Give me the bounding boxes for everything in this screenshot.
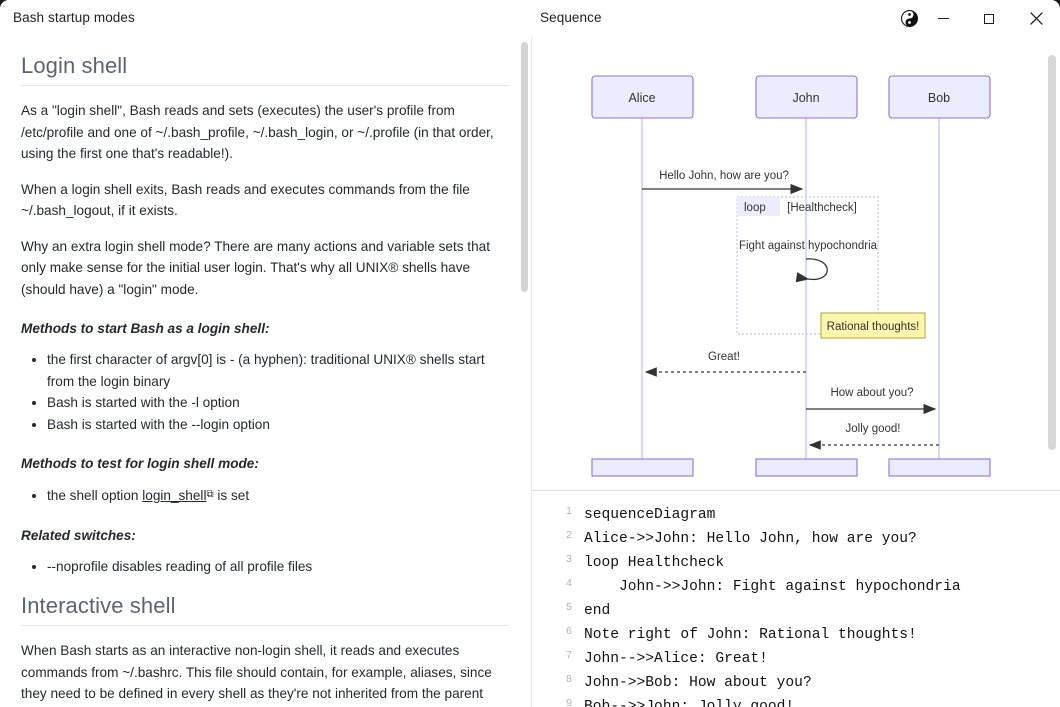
preview-title: Sequence	[540, 10, 602, 25]
paragraph: Why an extra login shell mode? There are…	[21, 238, 490, 297]
code-editor-lines[interactable]: 1 sequenceDiagram 2 Alice->>John: Hello Jo…	[546, 503, 961, 707]
actor-box-john-bottom	[755, 458, 858, 477]
document-title: Bash startup modes	[13, 10, 135, 25]
code-text: Alice->>John: Hello John, how are you?	[584, 531, 917, 547]
actor-label-john: John	[792, 91, 819, 105]
message-label: Fight against hypochondria	[739, 240, 878, 252]
document-scrollbar-thumb[interactable]	[521, 42, 528, 292]
message-john-alice: Great!	[644, 351, 806, 377]
section-heading-login-shell: Login shell	[21, 53, 509, 86]
yin-yang-icon	[900, 10, 918, 27]
minimize-button[interactable]	[920, 0, 966, 37]
message-alice-john: Hello John, how are you?	[642, 170, 804, 195]
loop-keyword: loop	[744, 202, 766, 214]
actor-box-alice-top: Alice	[591, 75, 694, 119]
line-number: 9	[566, 697, 572, 707]
code-line[interactable]: 4 John->>John: Fight against hypochondri…	[546, 575, 961, 599]
list-item: the first character of argv[0] is - (a h…	[47, 349, 509, 392]
list-item: Bash is started with the -l option	[47, 392, 509, 414]
message-bob-john: Jolly good!	[808, 423, 939, 450]
code-text: John->>Bob: How about you?	[584, 675, 812, 691]
code-text: sequenceDiagram	[584, 507, 716, 523]
code-line[interactable]: 6 Note right of John: Rational thoughts!	[546, 623, 961, 647]
close-icon	[1029, 12, 1043, 25]
loop-block: loop [Healthcheck]	[736, 196, 879, 335]
message-label: Hello John, how are you?	[659, 170, 789, 182]
message-john-self: Fight against hypochondria	[739, 240, 878, 283]
line-number: 1	[566, 505, 572, 517]
list-methods-start: the first character of argv[0] is - (a h…	[21, 349, 509, 435]
message-label: Great!	[708, 351, 740, 363]
code-line[interactable]: 5 end	[546, 599, 961, 623]
code-line[interactable]: 3 loop Healthcheck	[546, 551, 961, 575]
code-editor-panel[interactable]: 1 sequenceDiagram 2 Alice->>John: Hello Jo…	[532, 491, 1060, 707]
sequence-diagram: Alice John Bob Hello John, how are you? …	[591, 75, 991, 477]
external-link-icon: ⧉	[206, 489, 214, 500]
horizontal-divider[interactable]	[532, 490, 1060, 491]
line-number: 8	[566, 673, 572, 685]
loop-condition: [Healthcheck]	[787, 202, 857, 214]
actor-box-bob-top: Bob	[888, 75, 991, 119]
document-scrollbar[interactable]	[521, 42, 528, 700]
code-text: end	[584, 603, 611, 619]
code-line[interactable]: 2 Alice->>John: Hello John, how are you?	[546, 527, 961, 551]
paragraph: When a login shell exits, Bash reads and…	[21, 181, 470, 219]
actor-label-bob: Bob	[928, 91, 950, 105]
list-item: the shell option login_shell⧉ is set	[47, 484, 509, 507]
note-rational-thoughts: Rational thoughts!	[820, 312, 926, 339]
code-text: John->>John: Fight against hypochondria	[584, 579, 961, 595]
maximize-button[interactable]	[966, 0, 1012, 37]
code-text: Note right of John: Rational thoughts!	[584, 627, 917, 643]
code-line[interactable]: 7 John-->>Alice: Great!	[546, 647, 961, 671]
actor-box-alice-bottom	[591, 458, 694, 477]
paragraph: When Bash starts as an interactive non-l…	[21, 643, 492, 701]
code-line[interactable]: 8 John->>Bob: How about you?	[546, 671, 961, 695]
code-text: Bob-->>John: Jolly good!	[584, 699, 795, 707]
list-item: --noprofile disables reading of all prof…	[47, 556, 509, 578]
maximize-icon	[984, 13, 994, 24]
diagram-scrollbar[interactable]	[1048, 55, 1056, 475]
list-item: Bash is started with the --login option	[47, 414, 509, 436]
list-item-text-prefix: the shell option	[47, 488, 143, 503]
section-heading-interactive-shell: Interactive shell	[21, 593, 509, 626]
document-panel[interactable]: Login shell As a "login shell", Bash rea…	[1, 37, 531, 707]
line-number: 2	[566, 529, 572, 541]
login-shell-link[interactable]: login_shell	[142, 488, 207, 503]
list-methods-test: the shell option login_shell⧉ is set	[21, 484, 509, 507]
note-text: Rational thoughts!	[827, 321, 920, 333]
diagram-preview-panel[interactable]: Alice John Bob Hello John, how are you? …	[532, 37, 1060, 490]
line-number: 6	[566, 625, 572, 637]
message-label: Jolly good!	[846, 423, 901, 435]
message-john-bob: How about you?	[806, 387, 937, 415]
title-bar: Bash startup modes Sequence	[0, 0, 1060, 37]
vertical-divider[interactable]	[531, 37, 532, 707]
code-line[interactable]: 1 sequenceDiagram	[546, 503, 961, 527]
subheading-related-switches: Related switches:	[21, 527, 136, 543]
code-text: loop Healthcheck	[584, 555, 725, 571]
line-number: 5	[566, 601, 572, 613]
list-related-switches: --noprofile disables reading of all prof…	[21, 556, 509, 578]
message-label: How about you?	[830, 387, 913, 399]
document-content: Login shell As a "login shell", Bash rea…	[1, 37, 531, 707]
close-button[interactable]	[1012, 0, 1060, 37]
theme-toggle-button[interactable]	[886, 0, 932, 37]
code-text: John-->>Alice: Great!	[584, 651, 768, 667]
actor-box-bob-bottom	[888, 458, 991, 477]
line-number: 7	[566, 649, 572, 661]
line-number: 4	[566, 577, 572, 589]
subheading-methods-test: Methods to test for login shell mode:	[21, 456, 259, 471]
actor-box-john-top: John	[755, 75, 858, 119]
subheading-methods-start: Methods to start Bash as a login shell:	[21, 321, 270, 336]
code-line[interactable]: 9 Bob-->>John: Jolly good!	[546, 695, 961, 707]
paragraph: As a "login shell", Bash reads and sets …	[21, 103, 494, 161]
list-item-text-suffix: is set	[213, 488, 250, 503]
minimize-icon	[937, 18, 949, 19]
diagram-scrollbar-thumb[interactable]	[1048, 55, 1056, 450]
actor-label-alice: Alice	[628, 91, 655, 105]
line-number: 3	[566, 553, 572, 565]
